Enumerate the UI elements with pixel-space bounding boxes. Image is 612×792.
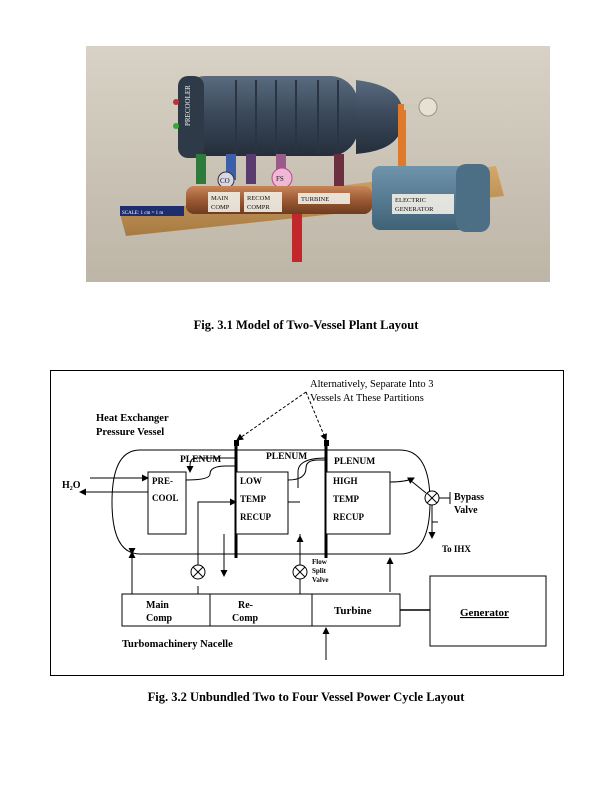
annotation-text-2: Vessels At These Partitions [310, 393, 424, 404]
low-temp-recuperator-box [235, 471, 289, 535]
svg-text:FS: FS [276, 175, 284, 183]
svg-text:Valve: Valve [312, 576, 328, 584]
svg-text:Split: Split [312, 567, 327, 575]
vessel-label-1: Heat Exchanger [96, 413, 169, 424]
water-label: H₂O [62, 480, 81, 491]
svg-text:CO: CO [220, 177, 230, 185]
turbine-label: Turbine [334, 605, 372, 617]
svg-text:TEMP: TEMP [240, 494, 267, 504]
nacelle-label: Turbomachinery Nacelle [122, 639, 233, 650]
svg-text:RECUP: RECUP [333, 512, 365, 522]
svg-text:RECOM: RECOM [247, 195, 270, 202]
svg-text:COMP: COMP [211, 204, 230, 211]
svg-text:PRE-: PRE- [152, 476, 173, 486]
plant-model-photo: PRECOOLER CO FS MAIN COMP RECOM COMPR TU… [86, 46, 550, 282]
generator-label: Generator [460, 607, 509, 619]
svg-text:PLENUM: PLENUM [180, 455, 221, 465]
recomp-label: Re- [238, 600, 253, 611]
power-cycle-diagram: Alternatively, Separate Into 3 Vessels A… [50, 370, 564, 676]
svg-text:LOW: LOW [240, 476, 262, 486]
to-ihx-label: To IHX [442, 544, 471, 554]
svg-text:Flow: Flow [312, 558, 328, 566]
pressure-vessel-model [178, 76, 358, 156]
svg-text:Comp: Comp [146, 613, 173, 624]
svg-text:TEMP: TEMP [333, 494, 360, 504]
svg-text:MAIN: MAIN [211, 195, 229, 202]
svg-text:RECUP: RECUP [240, 512, 272, 522]
svg-text:ELECTRIC: ELECTRIC [395, 197, 426, 204]
svg-text:COMPR: COMPR [247, 204, 270, 211]
annotation-text-1: Alternatively, Separate Into 3 [310, 379, 434, 390]
svg-text:COOL: COOL [152, 493, 179, 503]
figure-1-caption: Fig. 3.1 Model of Two-Vessel Plant Layou… [193, 318, 419, 332]
svg-text:HIGH: HIGH [333, 476, 358, 486]
svg-text:SCALE: 1 cm = 1 m: SCALE: 1 cm = 1 m [122, 211, 163, 216]
pressure-vessel-outline [111, 449, 431, 555]
figure-2-caption: Fig. 3.2 Unbundled Two to Four Vessel Po… [147, 690, 465, 704]
generator-box [429, 575, 547, 647]
precooler-label: PRECOOLER [184, 85, 192, 126]
svg-text:Comp: Comp [232, 613, 259, 624]
svg-text:Bypass: Bypass [454, 492, 484, 503]
svg-text:TURBINE: TURBINE [301, 196, 329, 203]
svg-text:PLENUM: PLENUM [266, 452, 307, 462]
high-temp-recuperator-box [325, 471, 391, 535]
vessel-label-2: Pressure Vessel [96, 427, 164, 438]
main-comp-label: Main [146, 600, 169, 611]
precooler-box [147, 471, 187, 535]
svg-text:GENERATOR: GENERATOR [395, 206, 434, 213]
turbomachinery-nacelle [121, 593, 401, 627]
svg-text:PLENUM: PLENUM [334, 457, 375, 467]
svg-text:Valve: Valve [454, 505, 478, 516]
